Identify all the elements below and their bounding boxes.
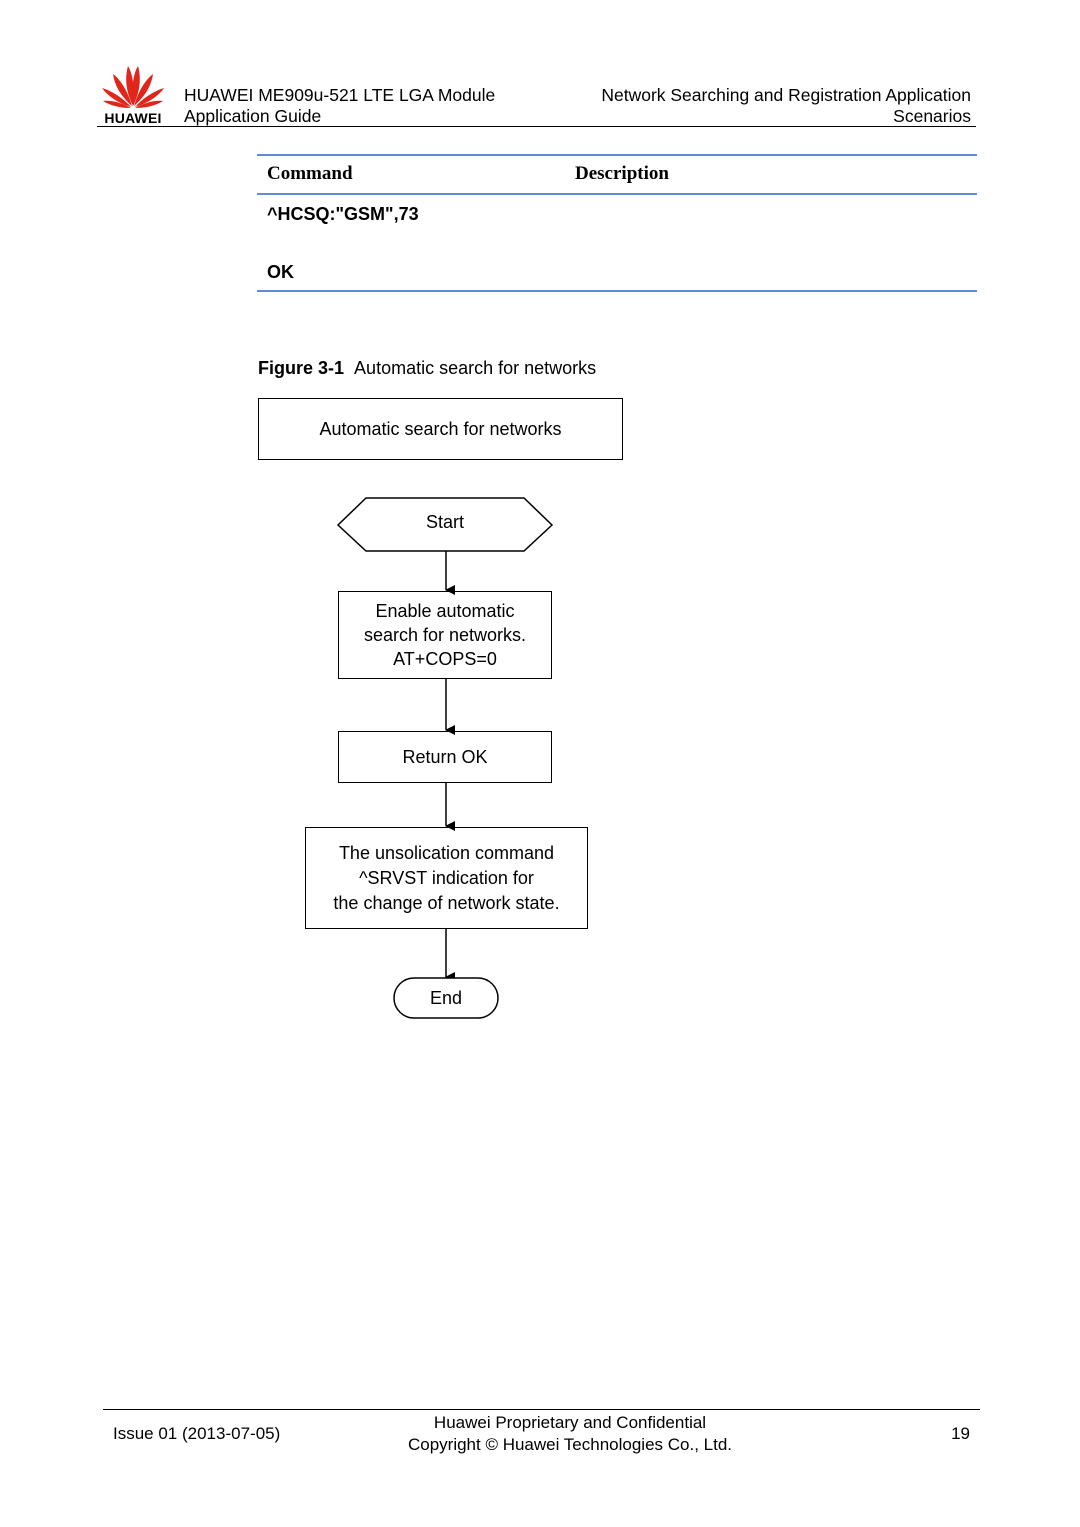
start-terminator-shape: [336, 497, 554, 552]
unsolicited-step: The unsolication command ^SRVST indicati…: [305, 827, 588, 929]
section-title-line1: Network Searching and Registration Appli…: [601, 85, 971, 105]
end-step-label: End: [429, 988, 463, 1008]
table-header-rule: [257, 193, 977, 195]
figure-label: Figure 3-1: [258, 358, 345, 378]
figure-title-box: Automatic search for networks: [258, 398, 623, 460]
footer-confidential: Huawei Proprietary and Confidential: [433, 1413, 707, 1432]
flowchart-connectors: [336, 497, 554, 1019]
footer-page-number: 19: [951, 1424, 970, 1443]
unsolicited-step-line1: The unsolication command: [338, 842, 555, 863]
doc-title-line2: Application Guide: [184, 106, 322, 126]
enable-step-line1: Enable automatic: [375, 601, 515, 621]
end-terminator-shape: [393, 977, 499, 1019]
enable-step-line3: AT+COPS=0: [393, 649, 497, 669]
footer-rule: [103, 1409, 980, 1410]
table-header-command: Command: [267, 163, 353, 184]
figure-title-box-text: Automatic search for networks: [319, 419, 562, 439]
enable-step-line2: search for networks.: [363, 625, 527, 645]
table-top-rule: [257, 154, 977, 156]
command-response-line: ^HCSQ:"GSM",73: [267, 204, 419, 224]
section-title-line2: Scenarios: [893, 106, 971, 126]
brand-wordmark: HUAWEI: [104, 110, 162, 126]
figure-caption-text: Automatic search for networks: [354, 358, 597, 378]
table-bottom-rule: [257, 290, 977, 292]
footer-copyright: Copyright © Huawei Technologies Co., Ltd…: [407, 1435, 733, 1454]
huawei-logo: HUAWEI: [97, 60, 169, 126]
unsolicited-step-line3: the change of network state.: [333, 892, 560, 913]
header-rule: [97, 126, 976, 127]
table-header-description: Description: [575, 163, 669, 184]
figure-caption: Figure 3-1 Automatic search for networks: [258, 358, 596, 379]
enable-search-step: Enable automatic search for networks. AT…: [338, 591, 552, 679]
command-ok-line: OK: [267, 262, 294, 282]
start-step-label: Start: [425, 512, 464, 532]
return-ok-label: Return OK: [402, 747, 488, 767]
doc-title-line1: HUAWEI ME909u-521 LTE LGA Module: [184, 85, 496, 105]
unsolicited-step-line2: ^SRVST indication for: [359, 867, 534, 888]
huawei-flower-icon: [102, 66, 164, 108]
return-ok-step: Return OK: [338, 731, 552, 783]
footer-issue: Issue 01 (2013-07-05): [113, 1424, 281, 1443]
